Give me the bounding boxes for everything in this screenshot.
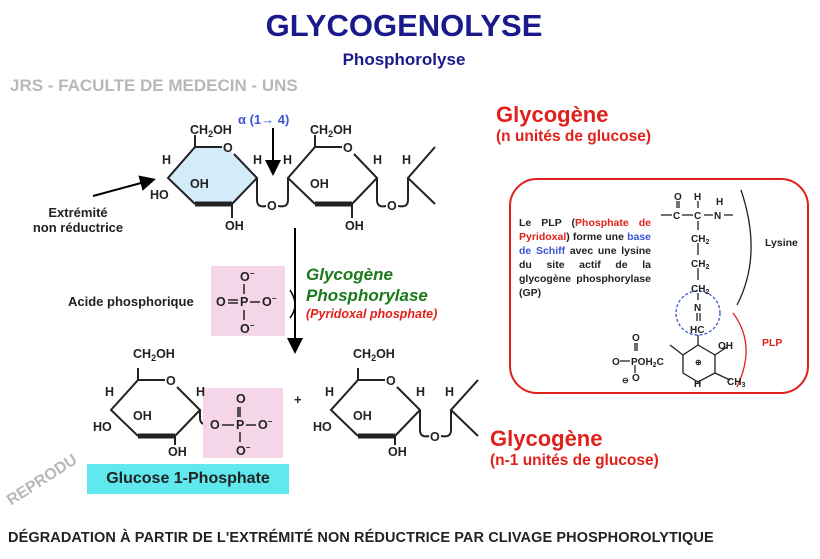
svg-text:H: H <box>196 385 205 399</box>
phosphate-highlight <box>211 266 285 336</box>
svg-text:N: N <box>714 211 721 222</box>
svg-text:O: O <box>612 357 620 368</box>
glucose-ring-2 <box>286 135 436 218</box>
watermark: JRS - FACULTE DE MEDECIN - UNS <box>10 76 298 95</box>
svg-text:O: O <box>632 373 640 384</box>
plp-info-box <box>509 178 809 394</box>
svg-text:CH2: CH2 <box>691 234 709 246</box>
svg-text:H: H <box>325 385 334 399</box>
svg-text:CH2OH: CH2OH <box>353 347 395 363</box>
svg-text:O: O <box>216 295 226 309</box>
svg-text:O: O <box>166 374 176 388</box>
svg-text:OH: OH <box>388 445 407 459</box>
svg-text:CH3: CH3 <box>727 377 745 389</box>
svg-text:OH: OH <box>310 177 329 191</box>
svg-text:P: P <box>236 418 244 432</box>
svg-text:CH2: CH2 <box>691 284 709 296</box>
extremity-arrow <box>92 175 156 197</box>
svg-text:O: O <box>430 430 440 444</box>
svg-text:C: C <box>673 211 680 222</box>
phosphate-highlight-product <box>203 388 283 458</box>
svg-text:⊕: ⊕ <box>695 358 702 367</box>
svg-text:O: O <box>210 418 220 432</box>
bond-label: α (1→ 4) <box>238 112 289 127</box>
svg-text:O: O <box>386 374 396 388</box>
product-label: Glucose 1-Phosphate <box>87 464 289 494</box>
acid-label: Acide phosphorique <box>68 294 194 309</box>
glycogen-n-label: Glycogène(n unités de glucose) <box>496 102 652 145</box>
svg-text:H: H <box>416 385 425 399</box>
svg-text:HO: HO <box>150 188 169 202</box>
svg-text:OH: OH <box>225 219 244 233</box>
svg-text:HO: HO <box>93 420 112 434</box>
svg-text:P: P <box>240 295 248 309</box>
svg-text:H: H <box>402 153 411 167</box>
svg-text:OH: OH <box>133 409 152 423</box>
slide-subtitle: Phosphorolyse <box>342 50 466 69</box>
footer-caption: DÉGRADATION À PARTIR DE L'EXTRÉMITÉ NON … <box>8 530 714 546</box>
plp-label: PLP <box>762 337 783 349</box>
svg-text:HO: HO <box>313 420 332 434</box>
svg-text:O: O <box>632 333 640 344</box>
svg-text:OH: OH <box>168 445 187 459</box>
svg-text:N: N <box>694 303 701 314</box>
lysine-label: Lysine <box>765 237 798 249</box>
svg-text:CH2OH: CH2OH <box>310 123 352 139</box>
svg-text:HC: HC <box>690 325 704 336</box>
svg-text:H: H <box>716 197 723 208</box>
svg-text:O: O <box>223 141 233 155</box>
svg-text:OH: OH <box>718 341 733 352</box>
svg-text:H: H <box>283 153 292 167</box>
svg-text:OH: OH <box>353 409 372 423</box>
svg-text:H: H <box>162 153 171 167</box>
svg-text:OH: OH <box>345 219 364 233</box>
slide-title: GLYCOGENOLYSE <box>265 8 543 43</box>
svg-text:O: O <box>236 392 246 406</box>
svg-text:H: H <box>694 379 701 390</box>
svg-text:O: O <box>674 192 682 203</box>
cofactor-label: (Pyridoxal phosphate) <box>306 307 438 321</box>
svg-text:O: O <box>267 199 277 213</box>
svg-text:H: H <box>253 153 262 167</box>
svg-text:H: H <box>445 385 454 399</box>
svg-text:POH2C: POH2C <box>631 357 664 369</box>
svg-text:CH2: CH2 <box>691 259 709 271</box>
svg-text:H: H <box>105 385 114 399</box>
svg-text:OH: OH <box>190 177 209 191</box>
svg-text:O: O <box>343 141 353 155</box>
svg-text:C: C <box>694 211 701 222</box>
svg-text:O: O <box>387 199 397 213</box>
plp-description: Le PLP (Phosphate de Pyridoxal) forme un… <box>519 217 652 299</box>
svg-text:H: H <box>373 153 382 167</box>
glycogen-n1-label: Glycogène(n-1 unités de glucose) <box>490 426 659 469</box>
svg-text:⊖: ⊖ <box>622 376 629 385</box>
svg-text:CH2OH: CH2OH <box>190 123 232 139</box>
glucose-ring-nonreducing <box>166 135 289 218</box>
svg-text:H: H <box>694 192 701 203</box>
svg-text:CH2OH: CH2OH <box>133 347 175 363</box>
plus-sign: + <box>294 392 302 407</box>
